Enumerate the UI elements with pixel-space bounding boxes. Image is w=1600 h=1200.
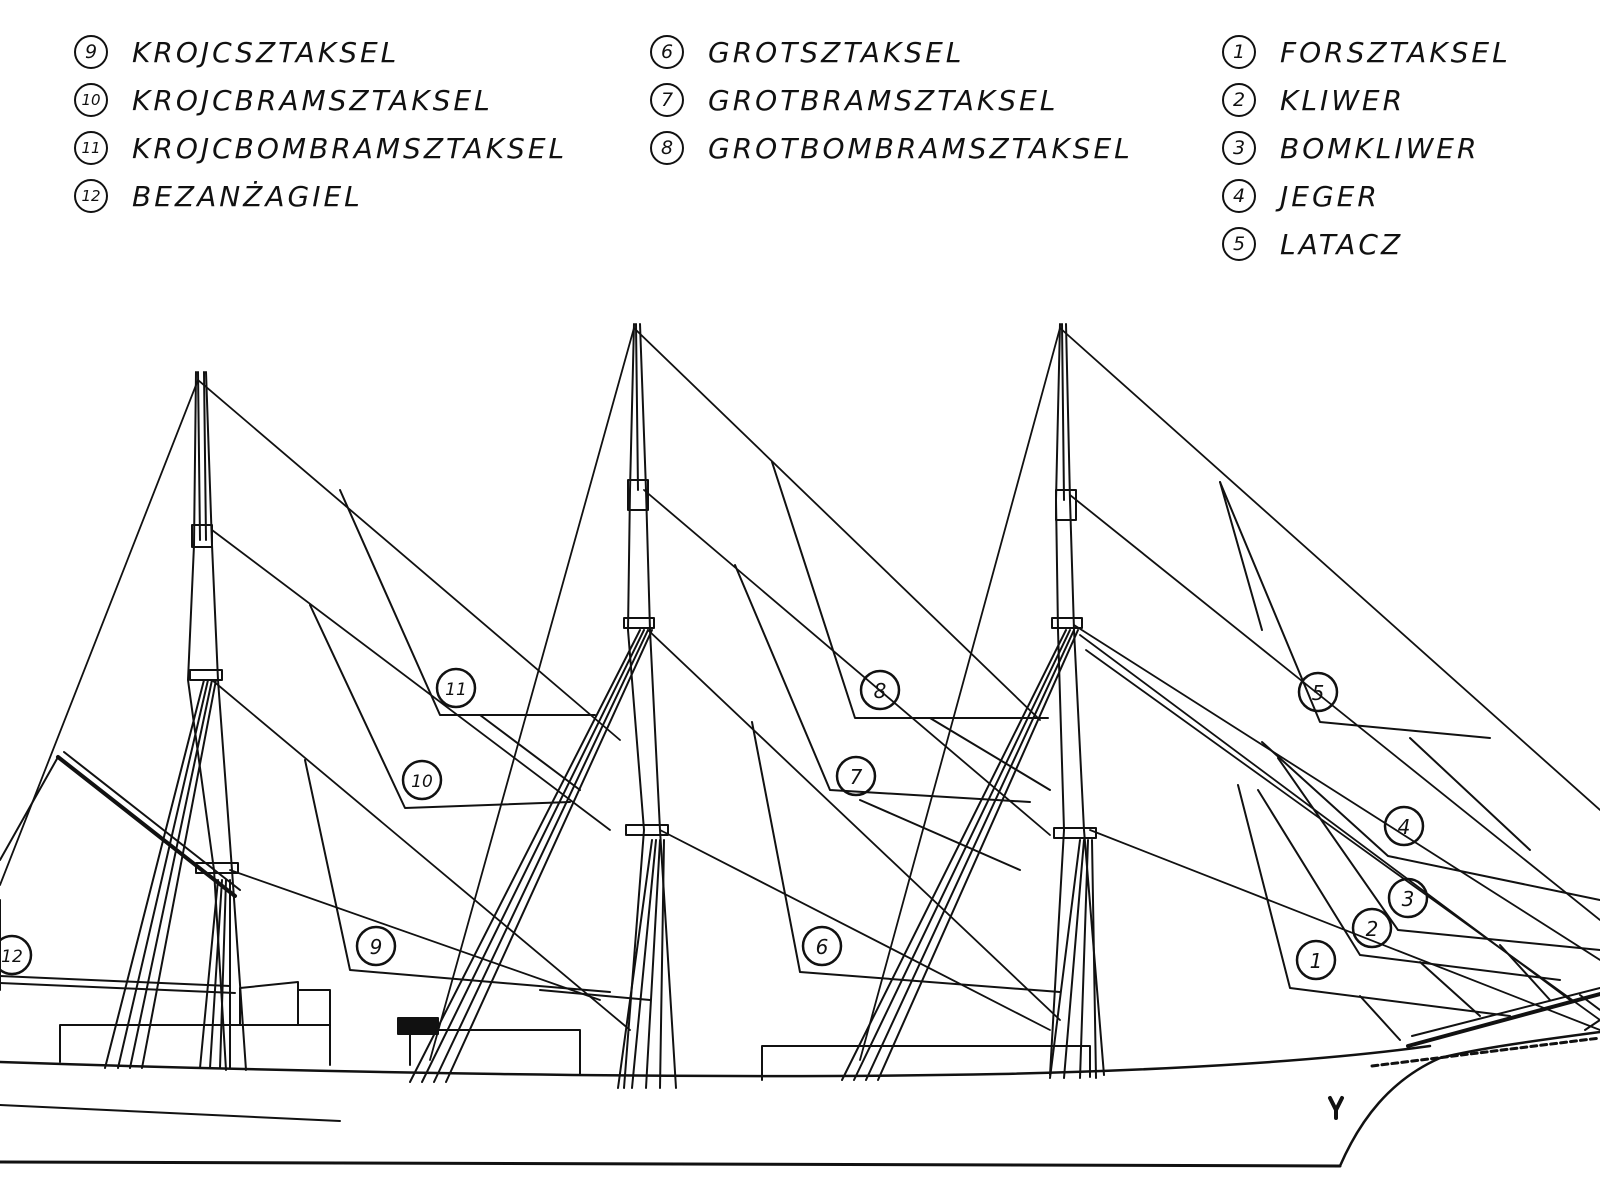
legend-fore: 1 FORSZTAKSEL 2 KLIWER 3 BOMKLIWER 4 JEG…	[1222, 28, 1511, 268]
fore-mast	[841, 323, 1105, 1081]
sail-marker-4: 4	[1383, 805, 1425, 847]
legend-item-12: 12 BEZANŻAGIEL	[74, 172, 567, 220]
legend-number-badge: 6	[650, 35, 684, 69]
legend-number-badge: 10	[74, 83, 108, 117]
legend-number-badge: 12	[74, 179, 108, 213]
deck-houses	[59, 981, 1091, 1081]
sail-marker-1: 1	[1295, 939, 1337, 981]
sail-marker-label: 1	[1310, 949, 1323, 973]
sail-marker-label: 12	[1, 947, 23, 967]
legend-number-badge: 8	[650, 131, 684, 165]
legend-label: JEGER	[1280, 179, 1380, 213]
sail-marker-5: 5	[1297, 671, 1339, 713]
sail-marker-label: 7	[850, 765, 863, 789]
legend-item-4: 4 JEGER	[1222, 172, 1511, 220]
legend-label: KROJCSZTAKSEL	[132, 35, 400, 69]
legend-item-10: 10 KROJCBRAMSZTAKSEL	[74, 76, 567, 124]
sail-marker-label: 11	[445, 680, 467, 700]
sail-marker-label: 5	[1312, 681, 1325, 705]
mizzen-mast	[104, 371, 247, 1071]
legend-label: BOMKLIWER	[1280, 131, 1480, 165]
sail-marker-3: 3	[1387, 877, 1429, 919]
sails	[0, 461, 1600, 1041]
sail-marker-label: 10	[411, 772, 433, 792]
legend-label: GROTBRAMSZTAKSEL	[708, 83, 1059, 117]
sail-markers: 11 10 9 12 8 7	[0, 667, 1429, 981]
legend-main: 6 GROTSZTAKSEL 7 GROTBRAMSZTAKSEL 8 GROT…	[650, 28, 1133, 172]
legend-item-2: 2 KLIWER	[1222, 76, 1511, 124]
legend-item-6: 6 GROTSZTAKSEL	[650, 28, 1133, 76]
sail-marker-6: 6	[801, 925, 843, 967]
legend-number-badge: 4	[1222, 179, 1256, 213]
legend-number-badge: 2	[1222, 83, 1256, 117]
legend-item-11: 11 KROJCBOMBRAMSZTAKSEL	[74, 124, 567, 172]
legend-item-7: 7 GROTBRAMSZTAKSEL	[650, 76, 1133, 124]
legend-label: KROJCBRAMSZTAKSEL	[132, 83, 493, 117]
sail-marker-label: 8	[874, 679, 887, 703]
sail-marker-9: 9	[355, 925, 397, 967]
main-mast	[409, 323, 677, 1089]
legend-item-8: 8 GROTBOMBRAMSZTAKSEL	[650, 124, 1133, 172]
legend-number-badge: 1	[1222, 35, 1256, 69]
sail-marker-label: 9	[370, 935, 383, 959]
legend-number-badge: 11	[74, 131, 108, 165]
legend-item-1: 1 FORSZTAKSEL	[1222, 28, 1511, 76]
legend-number-badge: 7	[650, 83, 684, 117]
sail-marker-2: 2	[1351, 907, 1393, 949]
legend-label: BEZANŻAGIEL	[132, 179, 363, 213]
legend-label: KLIWER	[1280, 83, 1406, 117]
sail-marker-11: 11	[435, 667, 477, 709]
sail-marker-8: 8	[859, 669, 901, 711]
legend-label: GROTBOMBRAMSZTAKSEL	[708, 131, 1133, 165]
legend-label: LATACZ	[1280, 227, 1404, 261]
sail-marker-10: 10	[401, 759, 443, 801]
legend-item-9: 9 KROJCSZTAKSEL	[74, 28, 567, 76]
legend-item-3: 3 BOMKLIWER	[1222, 124, 1511, 172]
sail-marker-7: 7	[835, 755, 877, 797]
sail-marker-label: 2	[1366, 917, 1379, 941]
sail-marker-label: 6	[816, 935, 829, 959]
legend-mizzen: 9 KROJCSZTAKSEL 10 KROJCBRAMSZTAKSEL 11 …	[74, 28, 567, 220]
sail-marker-12: 12	[0, 934, 33, 976]
legend-item-5: 5 LATACZ	[1222, 220, 1511, 268]
legend-label: FORSZTAKSEL	[1280, 35, 1511, 69]
legend-label: GROTSZTAKSEL	[708, 35, 965, 69]
legend-number-badge: 5	[1222, 227, 1256, 261]
sail-marker-label: 3	[1402, 887, 1415, 911]
legend-number-badge: 9	[74, 35, 108, 69]
legend-number-badge: 3	[1222, 131, 1256, 165]
sail-marker-label: 4	[1398, 815, 1411, 839]
stays	[0, 327, 1600, 1061]
legend-label: KROJCBOMBRAMSZTAKSEL	[132, 131, 568, 165]
